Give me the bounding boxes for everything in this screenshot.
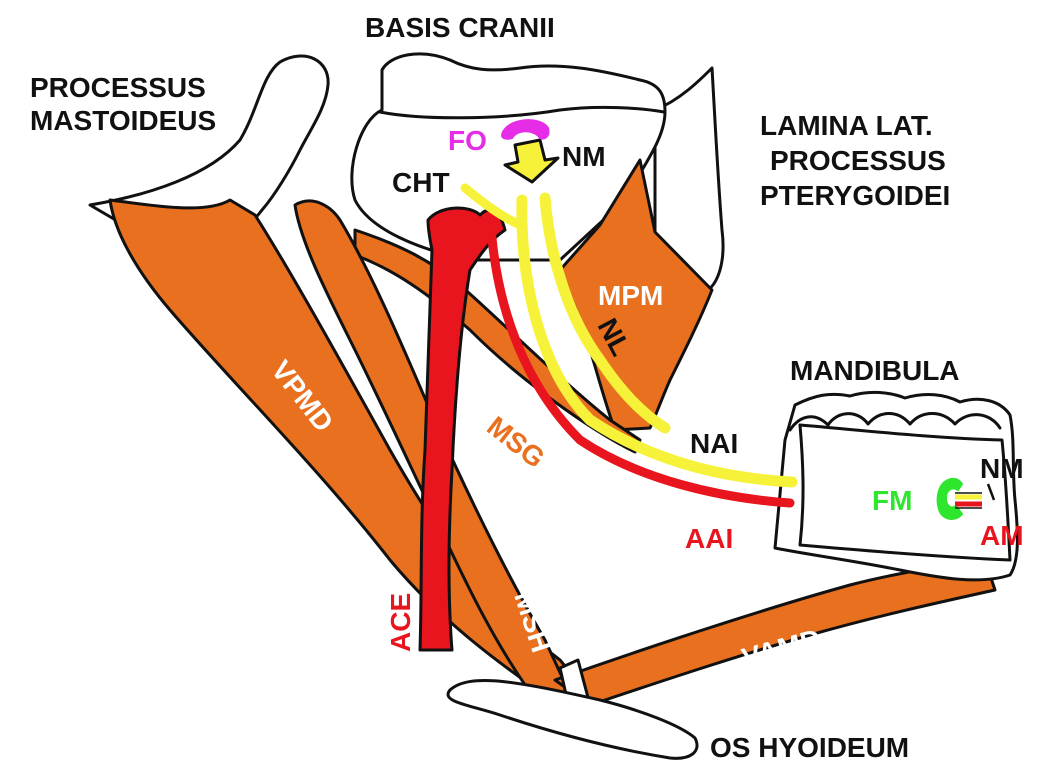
- label-os-hyoideum: OS HYOIDEUM: [710, 732, 909, 762]
- label-fm: FM: [872, 485, 912, 516]
- label-aai: AAI: [685, 523, 733, 554]
- label-am: AM: [980, 520, 1024, 551]
- label-ace: ACE: [385, 593, 416, 652]
- label-fo: FO: [448, 125, 487, 156]
- label-lamina-1: LAMINA LAT.: [760, 110, 933, 141]
- label-nm-right: NM: [980, 453, 1024, 484]
- label-mandibula: MANDIBULA: [790, 355, 960, 386]
- label-cht: CHT: [392, 167, 450, 198]
- label-processus-mastoideus-2: MASTOIDEUS: [30, 105, 216, 136]
- label-mpm: MPM: [598, 280, 663, 311]
- label-lamina-2: PROCESSUS: [770, 145, 946, 176]
- vamd-muscle: [555, 560, 995, 705]
- label-nai: NAI: [690, 428, 738, 459]
- label-processus-mastoideus-1: PROCESSUS: [30, 72, 206, 103]
- label-lamina-3: PTERYGOIDEI: [760, 180, 950, 211]
- label-msg: MSG: [481, 410, 550, 474]
- label-nm-top: NM: [562, 141, 606, 172]
- label-basis-cranii: BASIS CRANII: [365, 12, 555, 43]
